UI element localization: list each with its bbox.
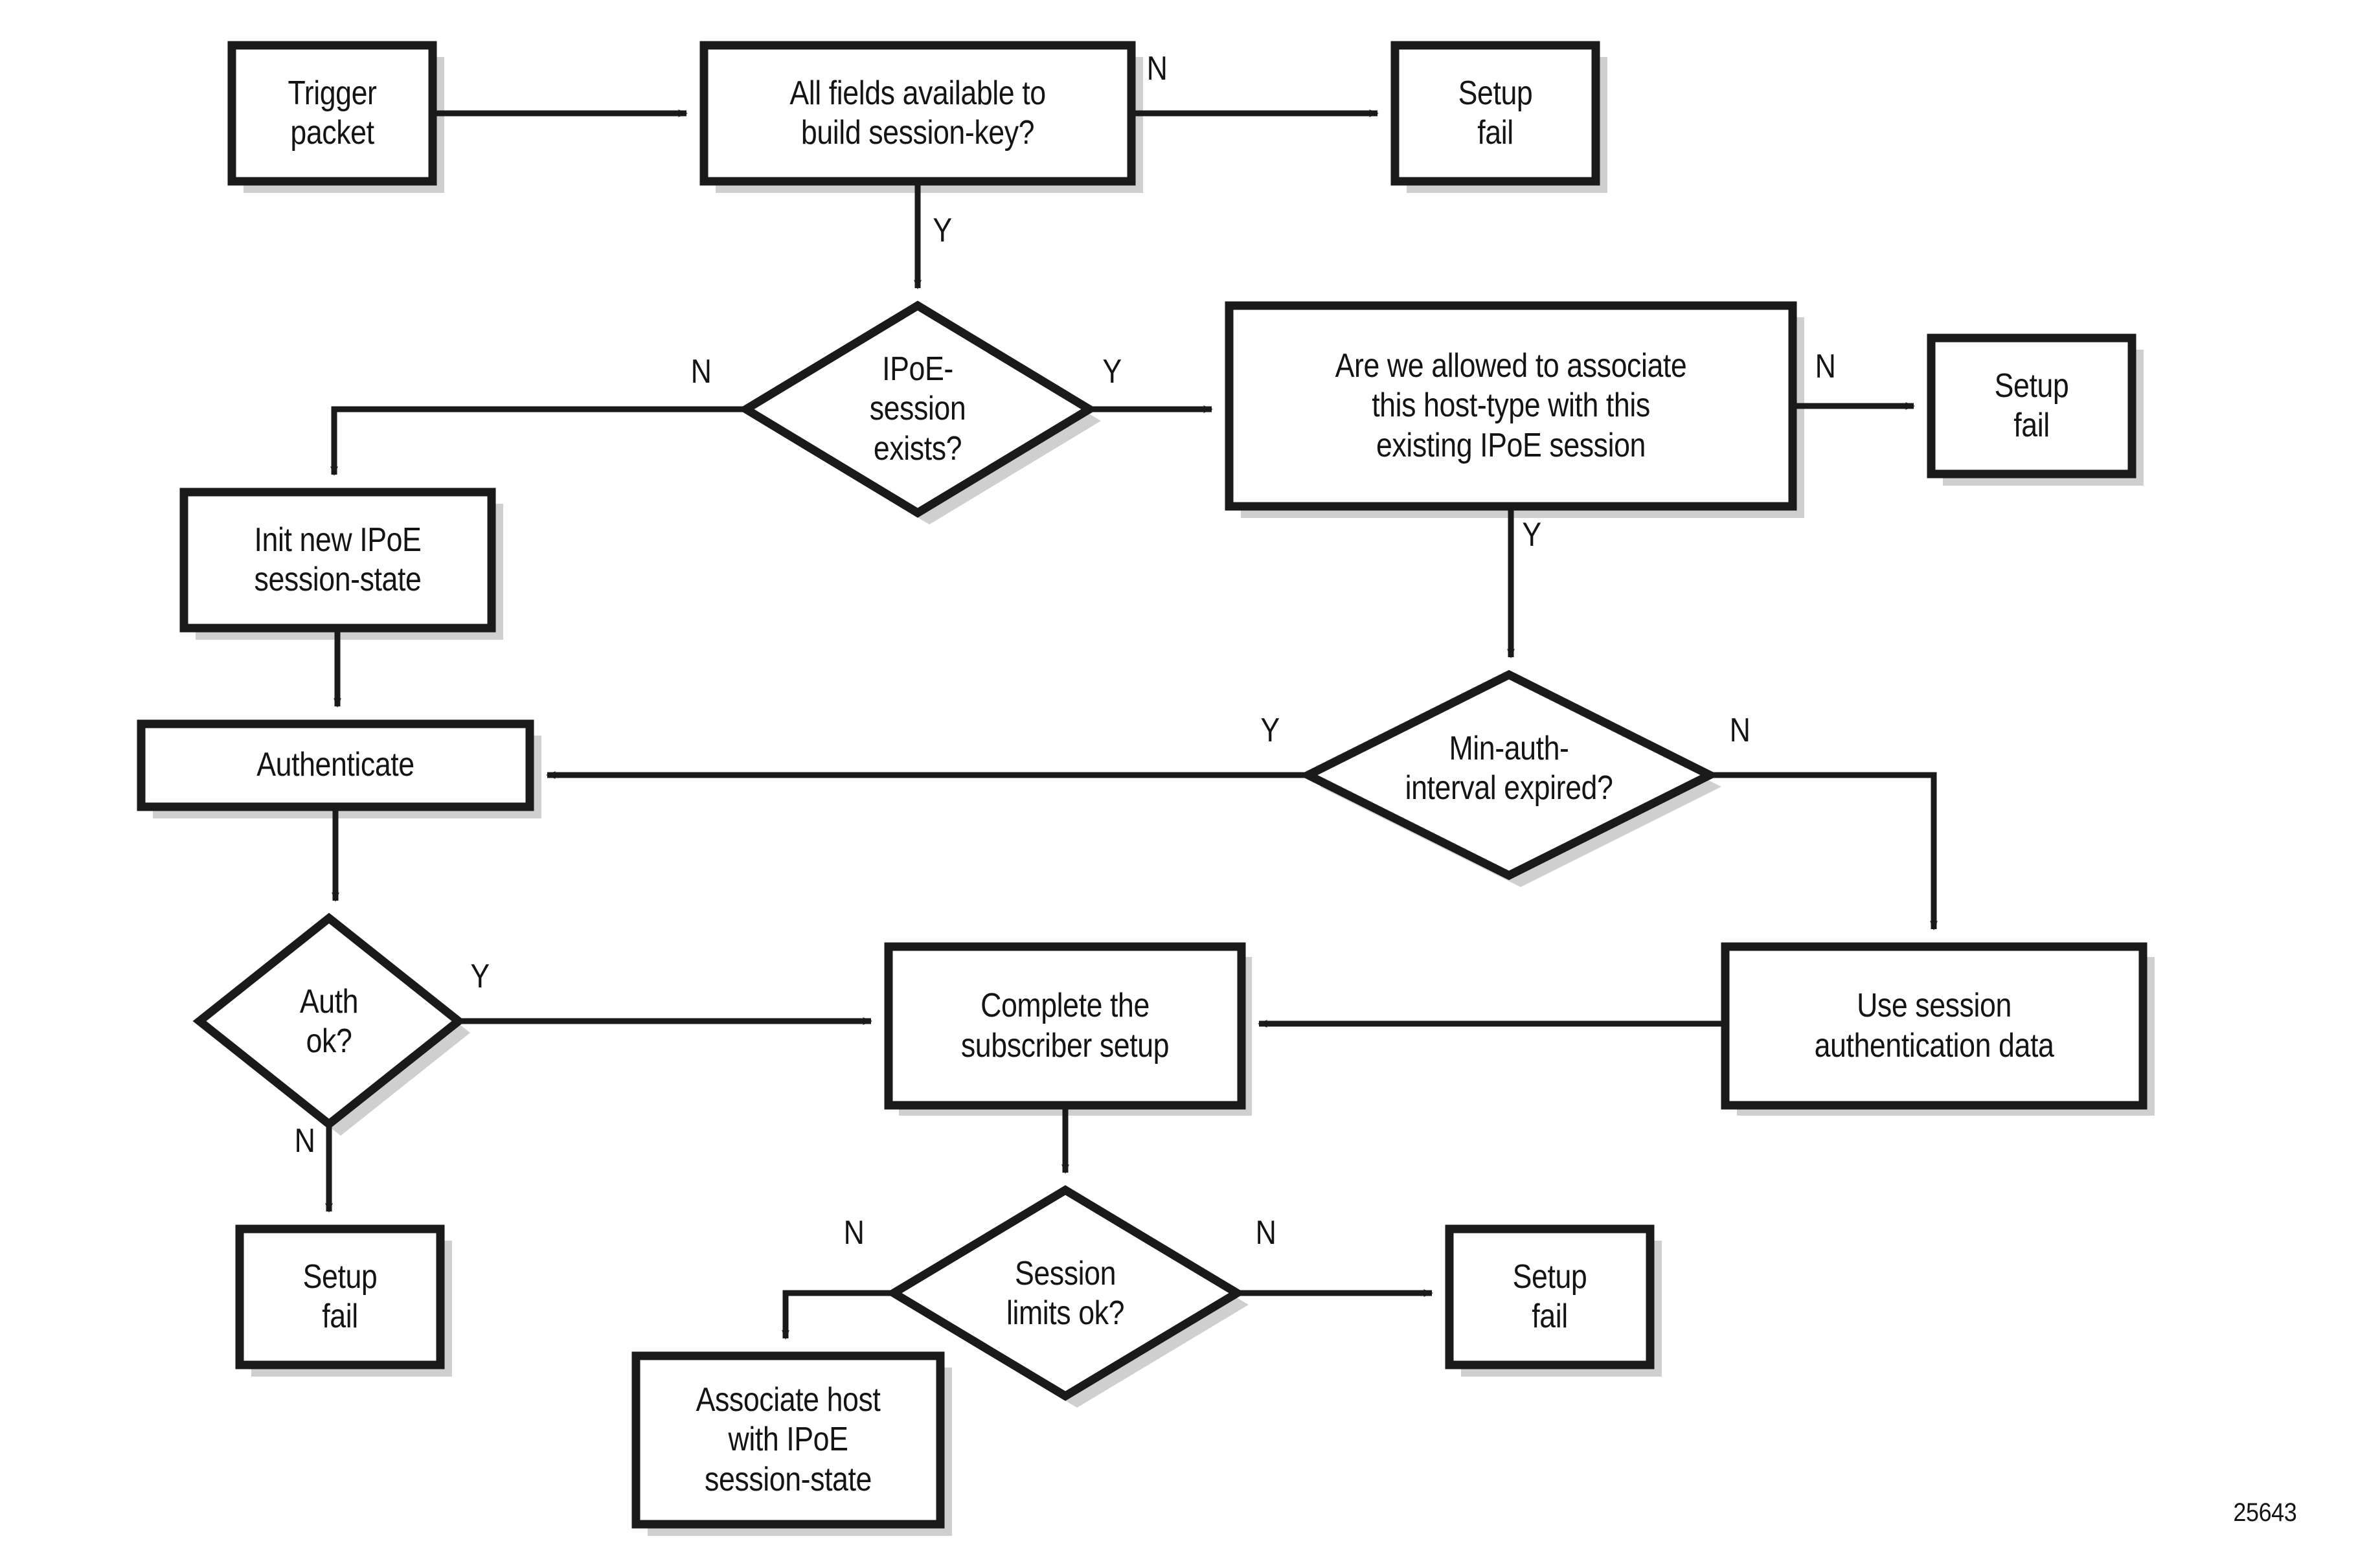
edge-sessionlimits-to-associate	[782, 1290, 894, 1340]
node-auth-ok	[192, 912, 466, 1130]
edge-ipoe-to-initnew	[330, 406, 746, 476]
node-use-session-auth-data	[1721, 942, 2148, 1110]
node-session-limits-ok	[885, 1185, 1245, 1401]
node-shapes	[137, 41, 2148, 1529]
node-ipoe-session-exists	[738, 300, 1098, 518]
flow-edges	[325, 109, 1938, 1340]
edge-minauth-to-usesession	[1710, 772, 1938, 930]
node-setup-fail-1	[1390, 41, 1600, 186]
node-init-new-ipoe	[179, 488, 496, 633]
node-setup-fail-3	[235, 1224, 445, 1369]
node-all-fields-available	[699, 41, 1136, 186]
node-setup-fail-2	[1927, 333, 2136, 479]
node-trigger-packet	[227, 41, 437, 186]
node-complete-subscriber	[884, 942, 1246, 1110]
node-authenticate	[137, 719, 534, 811]
figure-number: 25643	[2233, 1498, 2297, 1527]
node-are-we-allowed	[1225, 301, 1797, 511]
node-setup-fail-4	[1445, 1224, 1655, 1369]
node-associate-host	[631, 1351, 945, 1529]
node-min-auth-interval	[1298, 670, 1719, 881]
